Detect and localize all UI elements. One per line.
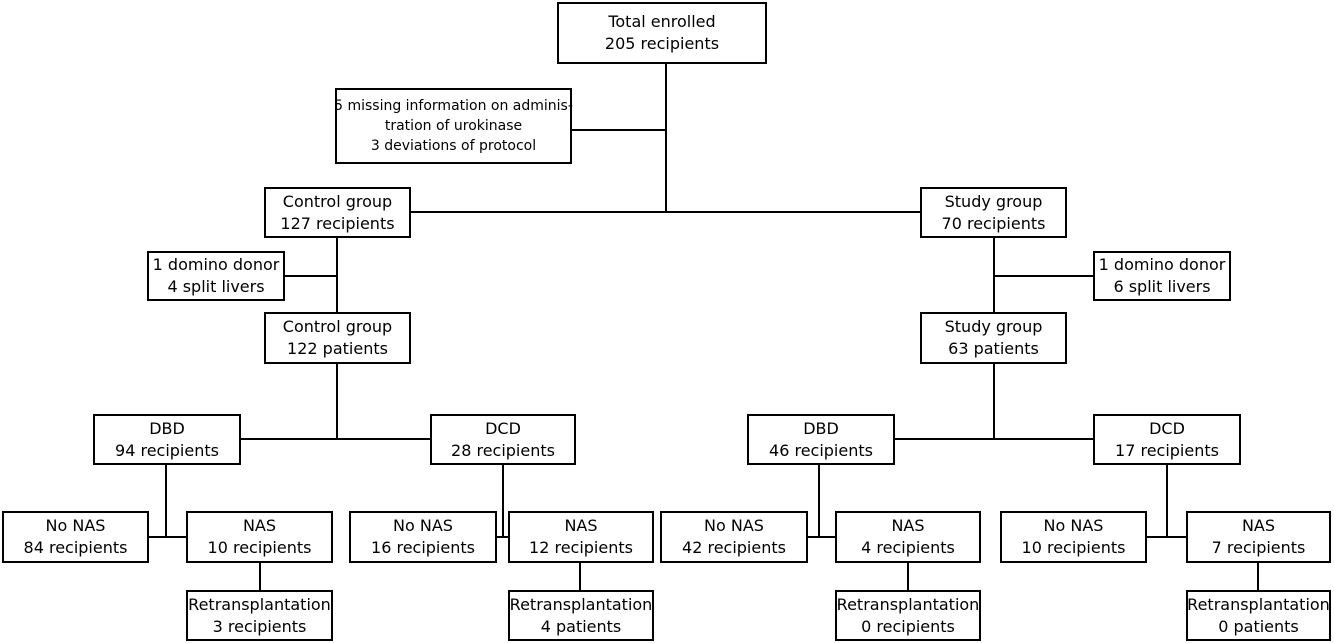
study-patients-count: 63 patients xyxy=(948,339,1039,358)
study-dcd-no-nas-box: No NAS 10 recipients xyxy=(1000,511,1147,563)
study-dcd-nas-count: 7 recipients xyxy=(1211,538,1306,557)
study-dcd-retx-label: Retransplantation xyxy=(1187,594,1330,614)
control-dbd-nas-box: NAS 10 recipients xyxy=(186,511,333,563)
study-dbd-label: DBD xyxy=(803,418,839,438)
study-group-label: Study group xyxy=(944,191,1043,211)
control-dcd-count: 28 recipients xyxy=(451,440,555,460)
control-group-count: 127 recipients xyxy=(280,213,395,233)
study-dbd-no-nas-label: No NAS xyxy=(704,516,764,535)
control-dbd-no-nas-count: 84 recipients xyxy=(23,538,128,557)
control-exclusion-line-1: 1 domino donor xyxy=(152,255,280,274)
study-dcd-box: DCD 17 recipients xyxy=(1093,414,1241,465)
control-patients-box: Control group 122 patients xyxy=(264,312,411,364)
control-exclusion-box: 1 domino donor 4 split livers xyxy=(147,251,285,301)
control-dbd-box: DBD 94 recipients xyxy=(93,414,241,465)
control-dcd-retx-label: Retransplantation xyxy=(509,594,653,614)
study-dcd-no-nas-count: 10 recipients xyxy=(1021,538,1126,557)
control-dcd-no-nas-count: 16 recipients xyxy=(371,538,475,557)
control-dbd-retx-box: Retransplantation 3 recipients xyxy=(186,590,333,641)
control-dcd-label: DCD xyxy=(485,418,521,438)
study-dbd-retx-box: Retransplantation 0 recipients xyxy=(835,590,981,641)
study-patients-label: Study group xyxy=(944,317,1043,336)
control-dcd-retx-box: Retransplantation 4 patients xyxy=(508,590,654,641)
study-dcd-nas-label: NAS xyxy=(1241,516,1276,535)
control-dcd-retx-count: 4 patients xyxy=(540,616,622,636)
study-dcd-retx-count: 0 patients xyxy=(1218,616,1299,636)
study-dbd-box: DBD 46 recipients xyxy=(747,414,895,465)
control-dbd-retx-label: Retransplantation xyxy=(188,594,331,614)
study-group-count: 70 recipients xyxy=(941,213,1046,233)
control-dbd-count: 94 recipients xyxy=(115,440,219,460)
control-dbd-nas-count: 10 recipients xyxy=(207,538,312,557)
control-dcd-no-nas-box: No NAS 16 recipients xyxy=(349,511,497,563)
study-dbd-retx-count: 0 recipients xyxy=(861,616,955,636)
exclusion-line-3: 3 deviations of protocol xyxy=(370,138,537,154)
control-dcd-no-nas-label: No NAS xyxy=(393,516,453,535)
study-dbd-no-nas-box: No NAS 42 recipients xyxy=(660,511,808,563)
study-dbd-count: 46 recipients xyxy=(769,440,873,460)
control-dbd-nas-label: NAS xyxy=(242,516,277,535)
study-dbd-nas-count: 4 recipients xyxy=(861,538,955,557)
control-exclusion-line-2: 4 split livers xyxy=(167,277,265,296)
control-dcd-nas-box: NAS 12 recipients xyxy=(508,511,654,563)
total-enrolled-label: Total enrolled xyxy=(608,12,716,31)
total-enrolled-box: Total enrolled 205 recipients xyxy=(557,2,767,64)
control-dcd-nas-label: NAS xyxy=(564,516,598,535)
study-exclusion-box: 1 domino donor 6 split livers xyxy=(1093,251,1231,301)
study-patients-box: Study group 63 patients xyxy=(920,312,1067,364)
study-dcd-count: 17 recipients xyxy=(1115,440,1219,460)
exclusion-box: 5 missing information on adminis- tratio… xyxy=(334,88,573,164)
study-dbd-nas-label: NAS xyxy=(891,516,925,535)
study-dbd-nas-box: NAS 4 recipients xyxy=(835,511,981,563)
study-dcd-label: DCD xyxy=(1149,418,1185,438)
control-dcd-nas-count: 12 recipients xyxy=(529,538,633,557)
control-dbd-no-nas-box: No NAS 84 recipients xyxy=(2,511,149,563)
study-exclusion-line-1: 1 domino donor xyxy=(1098,255,1226,274)
study-group-box: Study group 70 recipients xyxy=(920,187,1067,238)
study-dbd-retx-label: Retransplantation xyxy=(836,594,980,614)
control-dbd-retx-count: 3 recipients xyxy=(212,616,307,636)
control-dcd-box: DCD 28 recipients xyxy=(430,414,576,465)
control-group-label: Control group xyxy=(282,191,393,211)
control-patients-label: Control group xyxy=(282,317,393,336)
exclusion-line-2: tration of urokinase xyxy=(384,118,523,134)
total-enrolled-count: 205 recipients xyxy=(604,34,720,53)
control-patients-count: 122 patients xyxy=(287,339,388,358)
study-dbd-no-nas-count: 42 recipients xyxy=(682,538,786,557)
study-dcd-no-nas-label: No NAS xyxy=(1043,516,1104,535)
study-exclusion-line-2: 6 split livers xyxy=(1113,277,1211,296)
study-dcd-nas-box: NAS 7 recipients xyxy=(1186,511,1331,563)
control-dbd-no-nas-label: No NAS xyxy=(45,516,106,535)
exclusion-line-1: 5 missing information on adminis- xyxy=(334,98,573,114)
control-group-box: Control group 127 recipients xyxy=(264,187,411,238)
control-dbd-label: DBD xyxy=(149,418,185,438)
study-dcd-retx-box: Retransplantation 0 patients xyxy=(1186,590,1331,641)
